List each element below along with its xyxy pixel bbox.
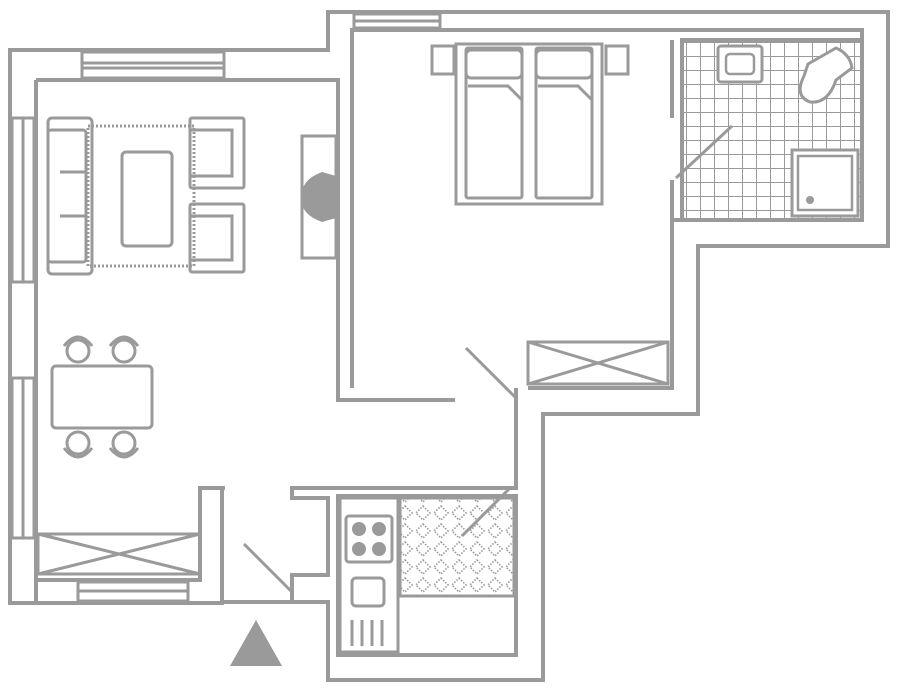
coffee-table [120, 150, 174, 248]
hallway-walls [220, 388, 518, 602]
kitchen-floor-tiles [398, 496, 516, 598]
pillow [464, 48, 524, 80]
floor-plan-drawing [8, 10, 890, 682]
window-living-left-lower [10, 376, 36, 540]
door-bedroom [464, 346, 518, 400]
living-room-inner-wall [34, 80, 225, 603]
toilet [798, 46, 854, 104]
kitchen-counter [338, 496, 400, 654]
fireplace [300, 134, 338, 260]
bedroom [430, 42, 670, 386]
dining-chair [108, 335, 140, 364]
sink [350, 576, 386, 608]
armchair [188, 116, 246, 190]
stove [344, 514, 394, 564]
triangle-icon [230, 620, 282, 666]
shower [790, 148, 860, 218]
living-dining-room [36, 116, 338, 576]
dishwasher [350, 620, 384, 646]
door-entrance [242, 542, 294, 594]
window-living-left-upper [10, 116, 36, 284]
wardrobe [526, 340, 670, 386]
windows [10, 12, 442, 603]
kitchen [338, 496, 516, 654]
wardrobe [36, 532, 202, 576]
kitchen-walls [336, 494, 518, 657]
bathroom-walls [680, 38, 864, 222]
rug [86, 124, 196, 268]
dining-table [50, 364, 154, 430]
dining-chair [108, 430, 140, 459]
washbasin [716, 44, 764, 84]
dining-chair [62, 430, 94, 459]
double-bed [454, 42, 604, 206]
dining-chair [62, 335, 94, 364]
window-living-bottom [76, 580, 190, 603]
window-living-top [80, 50, 226, 80]
sofa [46, 116, 94, 276]
window-bedroom-top [352, 12, 442, 30]
pillow [534, 48, 594, 80]
fireplace-icon [301, 172, 336, 222]
exterior-walls [8, 10, 890, 682]
armchair [188, 202, 246, 274]
bathroom [684, 42, 860, 218]
nightstand [430, 44, 456, 76]
nightstand [604, 44, 630, 76]
exterior-wall-outer [8, 10, 890, 682]
